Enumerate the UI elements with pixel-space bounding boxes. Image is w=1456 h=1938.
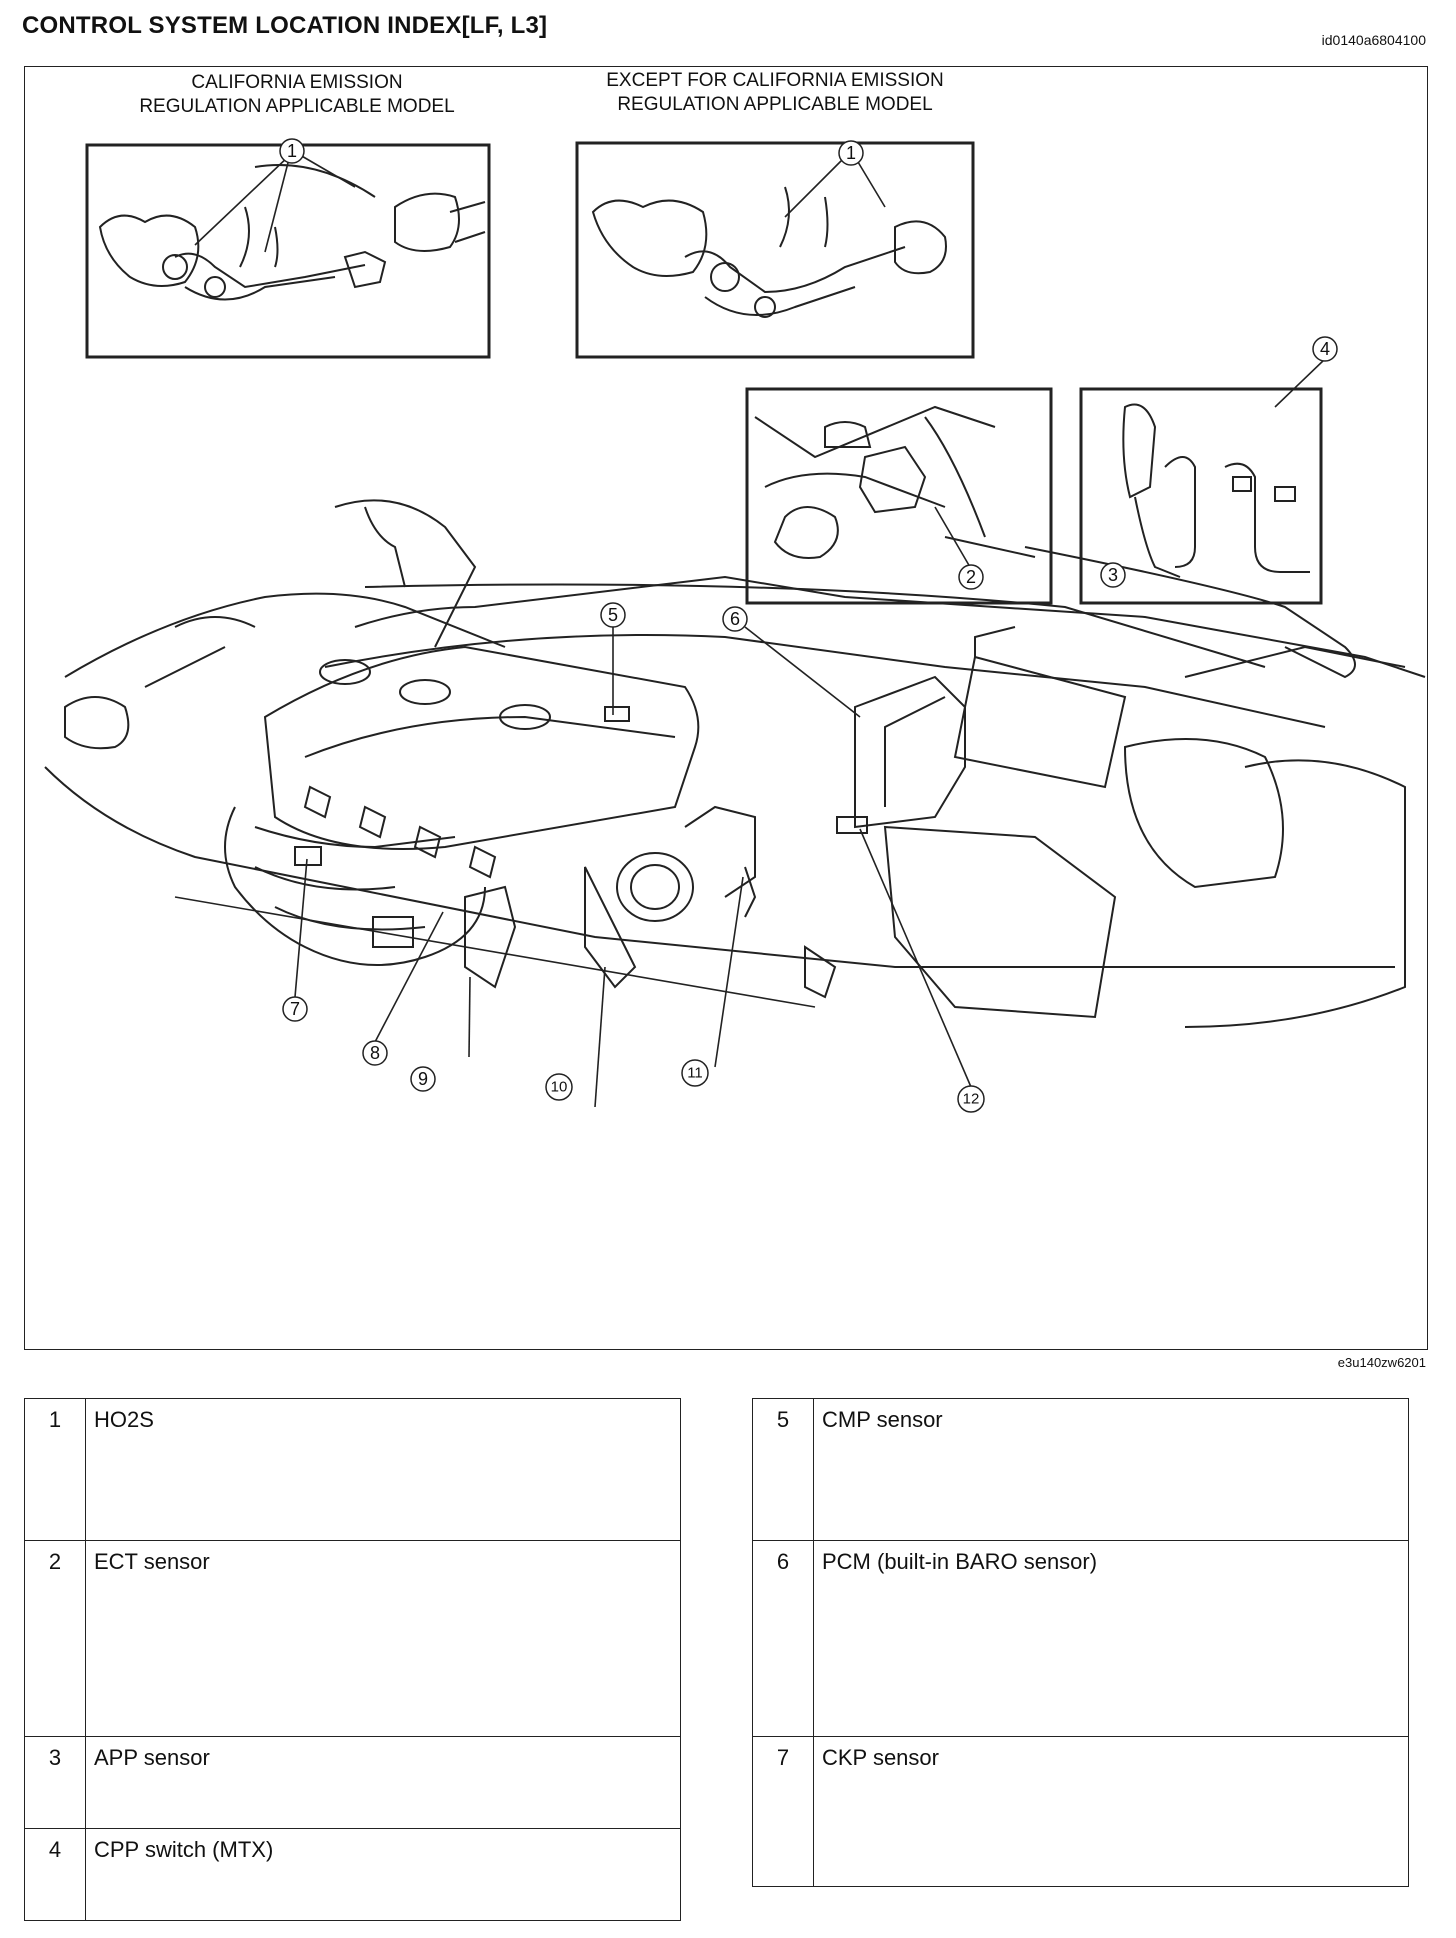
legend-number: 6 — [752, 1540, 814, 1737]
table-row: 2 ECT sensor — [24, 1540, 681, 1737]
svg-text:5: 5 — [608, 605, 618, 625]
callout-1a: 1 — [279, 138, 305, 164]
table-row: 3 APP sensor — [24, 1736, 681, 1829]
callout-1b: 1 — [838, 140, 864, 166]
svg-text:2: 2 — [966, 567, 976, 587]
svg-text:9: 9 — [418, 1069, 428, 1089]
table-row: 7 CKP sensor — [752, 1736, 1409, 1887]
engine-location-figure: 1 1 2 3 4 5 6 7 8 9 10 11 12 CALIFORNIA … — [24, 66, 1428, 1350]
svg-text:1: 1 — [287, 141, 297, 161]
table-row: 1 HO2S — [24, 1398, 681, 1541]
svg-text:11: 11 — [687, 1065, 703, 1082]
legend-number: 3 — [24, 1736, 86, 1829]
legend-label: CKP sensor — [813, 1736, 1409, 1887]
callout-11: 11 — [681, 1059, 709, 1087]
exhaust-manifold-california-drawing — [98, 164, 486, 301]
engine-bay-drawing — [44, 154, 1426, 1108]
pedal-assembly-drawing — [1122, 403, 1310, 578]
svg-text:1: 1 — [846, 143, 856, 163]
callout-4: 4 — [1312, 336, 1338, 362]
svg-text:4: 4 — [1320, 339, 1330, 359]
callout-9: 9 — [410, 1066, 436, 1092]
caption-california: CALIFORNIA EMISSION REGULATION APPLICABL… — [139, 72, 455, 117]
legend-number: 4 — [24, 1828, 86, 1921]
legend-table-left: 1 HO2S 2 ECT sensor 3 APP sensor 4 CPP s… — [24, 1398, 681, 1921]
map-sensor-shape — [836, 816, 868, 834]
legend-label: HO2S — [85, 1398, 681, 1541]
inset-ect-box — [745, 387, 1053, 605]
cmp-sensor-shape — [604, 706, 630, 722]
svg-text:6: 6 — [730, 609, 740, 629]
legend-label: CPP switch (MTX) — [85, 1828, 681, 1921]
callout-10: 10 — [545, 1073, 573, 1101]
callout-12: 12 — [957, 1085, 985, 1113]
table-row: 5 CMP sensor — [752, 1398, 1409, 1541]
legend-label: CMP sensor — [813, 1398, 1409, 1541]
legend-label: PCM (built-in BARO sensor) — [813, 1540, 1409, 1737]
sensor-9-shape — [372, 916, 414, 948]
caption-except-california: EXCEPT FOR CALIFORNIA EMISSION REGULATIO… — [606, 70, 944, 115]
callout-2: 2 — [958, 564, 984, 590]
inset-except-california-box — [575, 141, 975, 359]
figure-id: e3u140zw6201 — [1337, 1355, 1426, 1370]
legend-label: APP sensor — [85, 1736, 681, 1829]
engine-diagram: 1 1 2 3 4 5 6 7 8 9 10 11 12 — [44, 138, 1426, 1113]
svg-text:7: 7 — [290, 999, 300, 1019]
svg-text:12: 12 — [963, 1091, 980, 1108]
svg-text:8: 8 — [370, 1043, 380, 1063]
legend-number: 2 — [24, 1540, 86, 1737]
svg-text:3: 3 — [1108, 565, 1118, 585]
table-row: 6 PCM (built-in BARO sensor) — [752, 1540, 1409, 1737]
legend-number: 5 — [752, 1398, 814, 1541]
callout-6: 6 — [722, 606, 748, 632]
callout-3: 3 — [1100, 562, 1126, 588]
inset-pedal-box — [1079, 387, 1323, 605]
legend-label: ECT sensor — [85, 1540, 681, 1737]
legend-number: 7 — [752, 1736, 814, 1887]
ckp-sensor-shape — [294, 846, 322, 866]
legend-table-right: 5 CMP sensor 6 PCM (built-in BARO sensor… — [752, 1398, 1409, 1887]
ect-sensor-drawing — [754, 405, 1036, 559]
svg-text:10: 10 — [551, 1079, 568, 1096]
table-row: 4 CPP switch (MTX) — [24, 1828, 681, 1921]
page-title: CONTROL SYSTEM LOCATION INDEX[LF, L3] — [22, 12, 548, 39]
document-id: id0140a6804100 — [1321, 32, 1426, 48]
callout-5: 5 — [600, 602, 626, 628]
legend-number: 1 — [24, 1398, 86, 1541]
exhaust-manifold-except-drawing — [591, 186, 947, 318]
callout-8: 8 — [362, 1040, 388, 1066]
callout-7: 7 — [282, 996, 308, 1022]
